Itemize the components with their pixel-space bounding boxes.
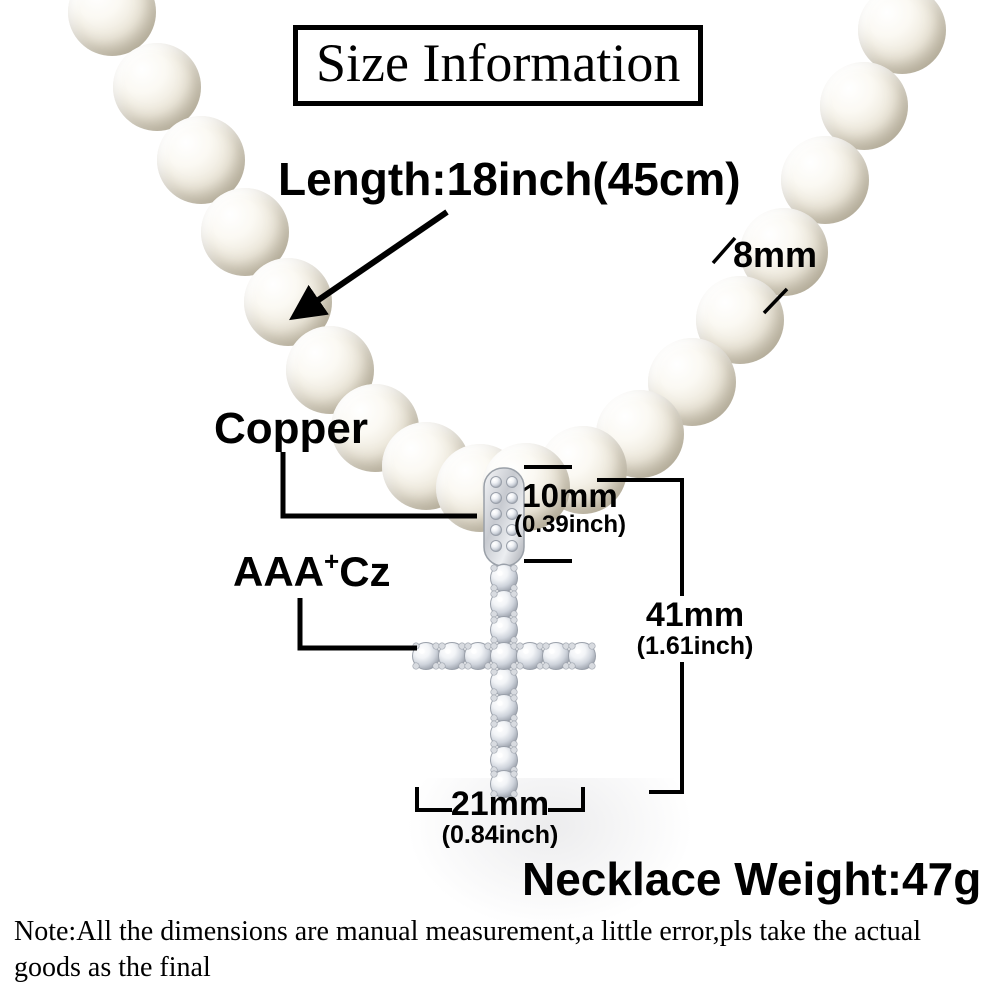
bail-stones	[490, 476, 518, 552]
bail-height-value: 10mm	[522, 477, 618, 514]
pendant-reflection	[395, 778, 705, 938]
stone-quality-prefix: AAA	[233, 548, 324, 595]
cross-width-bracket-right	[548, 787, 585, 812]
pearl-size-label: 8mm	[733, 234, 818, 275]
cross-height-dimension-bottom	[649, 662, 684, 794]
length-label: Length:18inch(45cm)	[278, 153, 741, 205]
necklace-weight-label: Necklace Weight:47g	[522, 853, 982, 905]
annotation-lines	[280, 209, 789, 812]
pearl	[820, 62, 908, 150]
cross-width-value: 21mm	[450, 785, 550, 823]
copper-pointer-line	[280, 452, 477, 519]
note-text: Note:All the dimensions are manual measu…	[14, 914, 921, 986]
cross-width-dimension-label: 21mm (0.84inch)	[420, 787, 580, 849]
pearl	[113, 43, 201, 131]
cross-width-bracket-left	[415, 787, 452, 812]
material-label: Copper	[214, 404, 368, 453]
note-line-2: goods as the final	[14, 952, 211, 983]
pearl-size-tick-bottom	[762, 287, 789, 315]
bail-height-inch: (0.39inch)	[513, 511, 627, 538]
cross-width-inch: (0.84inch)	[441, 821, 559, 849]
stone-quality-label: AAA+Cz	[233, 546, 391, 596]
cross-height-inch: (1.61inch)	[636, 632, 754, 660]
pearl	[858, 0, 946, 74]
cross-height-dimension-label: 41mm (1.61inch)	[615, 598, 775, 660]
pearl-size-tick-top	[711, 236, 737, 265]
page-title: Size Information	[316, 33, 681, 93]
length-arrow	[289, 209, 449, 321]
stone-quality-suffix: Cz	[339, 548, 391, 595]
bail-height-dimension: 10mm (0.39inch)	[505, 479, 635, 538]
title-box: Size Information	[293, 25, 704, 107]
cross-height-value: 41mm	[645, 596, 745, 634]
cross-pendant	[412, 467, 596, 798]
note-line-1: Note:All the dimensions are manual measu…	[14, 916, 922, 947]
cross-cz-stones	[412, 564, 596, 798]
cross-height-dimension-top	[597, 478, 684, 596]
cz-pointer-line	[297, 598, 417, 651]
stone-quality-superscript: +	[324, 546, 340, 576]
